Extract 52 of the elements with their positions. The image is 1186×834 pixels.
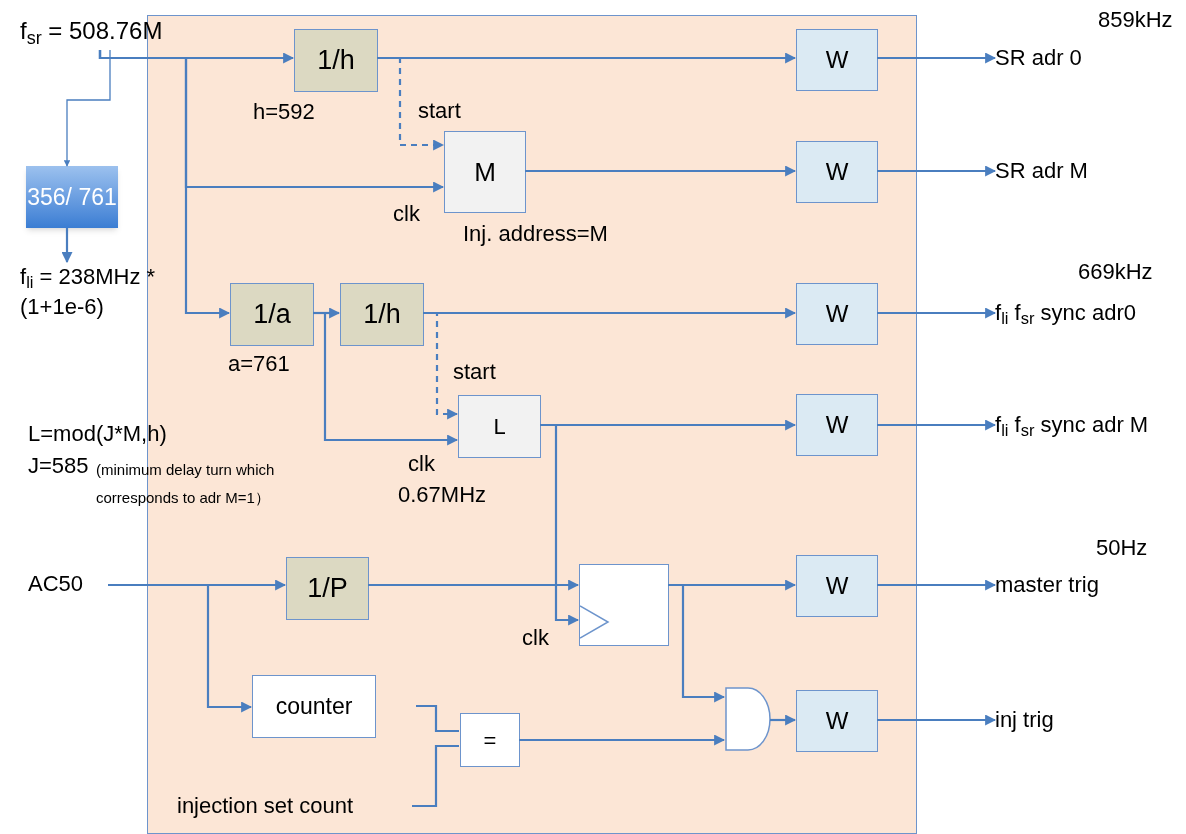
output-label: master trig <box>995 570 1175 600</box>
comparator-block: = <box>460 713 520 767</box>
output-label: SR adr M <box>995 156 1155 186</box>
output-block: W <box>796 394 878 456</box>
note-label: clk <box>393 200 421 228</box>
signal-label: AC50 <box>28 569 108 601</box>
arrow <box>877 579 997 591</box>
note-label: clk <box>408 450 436 478</box>
output-label: SR adr 0 <box>995 43 1155 73</box>
parameter-label: h=592 <box>253 98 315 126</box>
arrow <box>61 228 73 264</box>
output-block: W <box>796 690 878 752</box>
arrow <box>368 579 580 591</box>
note-label: start <box>453 358 497 386</box>
output-block: W <box>796 141 878 203</box>
note-label: 859kHz <box>1098 6 1174 34</box>
arrow <box>877 165 997 177</box>
arrow <box>877 52 997 64</box>
arrow <box>519 734 726 746</box>
arrow <box>63 49 111 167</box>
connector-line <box>412 744 459 808</box>
note-label: 0.67MHz <box>398 481 488 509</box>
and-gate <box>725 687 771 751</box>
note-label: start <box>418 97 462 125</box>
arrow <box>877 714 997 726</box>
parameter-label: Inj. address=M <box>463 220 608 248</box>
ratio-block: 356/ 761 <box>26 166 118 228</box>
signal-label: injection set count <box>177 791 413 823</box>
note-label: clk <box>522 624 550 652</box>
divider-block: 1/a <box>230 283 314 346</box>
arrow <box>98 50 231 319</box>
arrow <box>770 714 797 726</box>
divider-block: 1/h <box>294 29 378 92</box>
output-label: f$_{li}$ f$_{sr}$ sync adr M <box>995 410 1155 470</box>
output-block: W <box>796 283 878 345</box>
divider-block: 1/h <box>340 283 424 346</box>
arrow <box>877 419 997 431</box>
output-block: W <box>796 555 878 617</box>
parameter-label: a=761 <box>228 350 290 378</box>
register-block: M <box>444 131 526 213</box>
arrow <box>525 165 797 177</box>
note-label: 669kHz <box>1078 258 1154 286</box>
connector-line <box>416 704 459 733</box>
output-block: W <box>796 29 878 91</box>
register-block: L <box>458 395 541 458</box>
counter-block: counter <box>252 675 376 738</box>
output-label: inj trig <box>995 705 1155 735</box>
note-label: 50Hz <box>1096 534 1149 562</box>
divider-block: 1/P <box>286 557 369 620</box>
flip-flop-block <box>579 564 669 646</box>
arrow <box>877 307 997 319</box>
output-label: f$_{li}$ f$_{sr}$ sync adr0 <box>995 298 1155 358</box>
